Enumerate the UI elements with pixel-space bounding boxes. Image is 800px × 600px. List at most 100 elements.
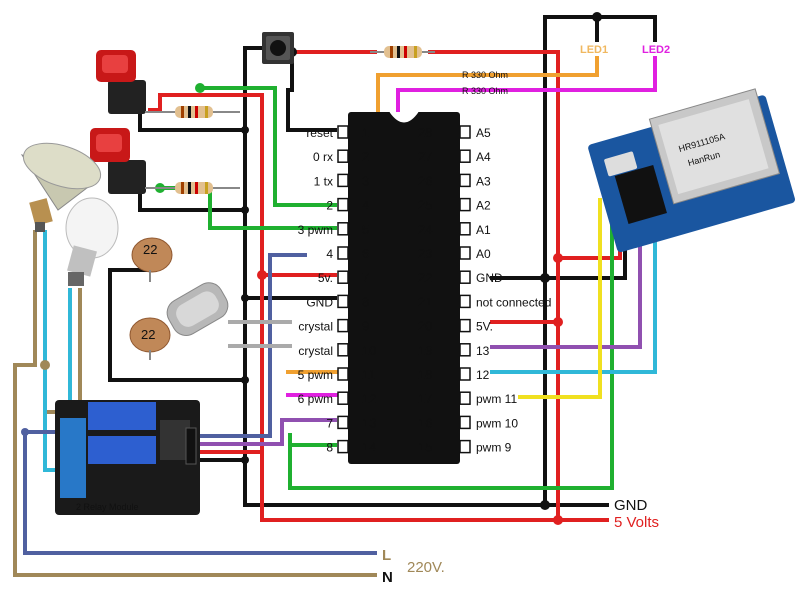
pin-number-left: 13 <box>362 415 376 430</box>
junctions <box>21 12 602 525</box>
pin-number-right: 28 <box>418 125 432 140</box>
pin-label-right: A2 <box>476 199 491 213</box>
pin-label-right: 13 <box>476 344 490 358</box>
pin-square-left <box>337 318 349 333</box>
wire-mains-n2 <box>43 288 82 414</box>
wire-reset <box>286 46 337 132</box>
pin-square-left <box>337 149 349 163</box>
pin-number-right: 17 <box>418 391 432 406</box>
pin-label-left: 6 pwm <box>298 392 333 406</box>
pin-label-right: 5V. <box>476 320 493 334</box>
wire-green-btn1 <box>198 86 337 207</box>
pin-label-left: crystal <box>298 344 333 358</box>
pin-number-right: 19 <box>418 343 432 358</box>
push-button-2 <box>90 128 146 194</box>
pin-label-right: pwm 9 <box>476 441 512 455</box>
pin-number-right: 27 <box>418 149 432 164</box>
pin-number-right: 16 <box>418 415 432 430</box>
pin-number-left: 4 <box>362 198 369 213</box>
pin-label-left: reset <box>306 126 333 140</box>
wire-5v-btn <box>148 93 264 259</box>
mains-voltage-label: 220V. <box>407 559 445 576</box>
resistor-top <box>370 46 435 58</box>
pin-square-right <box>459 294 471 309</box>
gnd-rail-label: GND <box>614 497 648 514</box>
wire-gnd-leds <box>543 15 657 42</box>
pin-square-left <box>337 222 349 236</box>
pin-square-right <box>459 270 471 284</box>
pin-square-left <box>337 439 349 454</box>
pin-number-left: 8 <box>362 294 369 309</box>
wire-relay-pin13 <box>193 418 337 446</box>
pin-number-left: 10 <box>362 343 376 358</box>
pin-square-right <box>459 343 471 357</box>
wire-mains-n <box>13 230 377 577</box>
svg-text:22: 22 <box>143 242 157 257</box>
pin-number-left: 7 <box>362 270 369 285</box>
pin-label-left: crystal <box>298 320 333 334</box>
resistor-pullup-1 <box>145 106 240 118</box>
pin-square-right <box>459 197 471 212</box>
pin-number-left: 9 <box>362 319 369 334</box>
pin-square-left <box>337 367 349 381</box>
wire-purple-eth <box>490 198 642 349</box>
pin-square-right <box>459 439 471 454</box>
spot-lamp <box>20 142 102 232</box>
pin-label-right: not connected <box>476 295 551 309</box>
bulb-lamp <box>65 197 119 286</box>
pin-number-right: 20 <box>418 319 432 334</box>
pin-number-left: 5 <box>362 222 369 237</box>
pin-number-right: 25 <box>418 198 432 213</box>
pin-number-right: 24 <box>418 222 432 237</box>
pin-square-left <box>337 343 349 357</box>
pin-square-right <box>459 222 471 236</box>
pin-number-left: 6 <box>362 246 369 261</box>
resistor-label-1: R 330 Ohm <box>462 70 508 80</box>
wire-green-eth <box>288 196 614 490</box>
pin-label-left: 1 tx <box>314 174 333 188</box>
pin-label-right: A0 <box>476 247 491 261</box>
led2-label: LED2 <box>642 44 670 56</box>
wire-gnd-cap <box>108 268 247 382</box>
pin-label-left: 5 pwm <box>298 368 333 382</box>
ethernet-module: HR911105A HanRun <box>588 88 795 253</box>
resistor-label-2: R 330 Ohm <box>462 86 508 96</box>
pin-number-right: 22 <box>418 270 432 285</box>
wire-mains-l <box>23 430 377 555</box>
pin-square-left <box>337 391 349 405</box>
pin-number-left: 14 <box>362 440 376 455</box>
relay-module: 2 Relay Module <box>55 400 200 515</box>
pin-label-left: 0 rx <box>313 150 333 164</box>
pin-square-right <box>459 149 471 163</box>
pin-square-left <box>337 197 349 212</box>
capacitor-2: 22 <box>129 317 171 360</box>
pin-square-right <box>459 318 471 333</box>
pin-label-right: pwm 11 <box>476 392 517 406</box>
pin-label-right: A1 <box>476 223 491 237</box>
svg-text:22: 22 <box>141 327 155 342</box>
push-button-1 <box>96 50 146 114</box>
resistor-pullup-2 <box>145 182 240 194</box>
pin-square-left <box>337 125 349 139</box>
pin-number-right: 21 <box>418 294 432 309</box>
pin-label-left: 5v. <box>318 271 333 285</box>
pin-label-right: pwm 10 <box>476 416 518 430</box>
5v-rail-label: 5 Volts <box>614 514 659 531</box>
pin-number-right: 26 <box>418 173 432 188</box>
pin-label-left: GND <box>306 295 333 309</box>
capacitor-1: 22 <box>131 237 173 282</box>
pin-label-left: 3 pwm <box>298 223 333 237</box>
pin-label-left: 8 <box>326 441 333 455</box>
wire-gnd-btn2 <box>138 190 247 212</box>
pin-label-left: 7 <box>326 416 333 430</box>
pin-square-right <box>459 367 471 381</box>
pin-square-right <box>459 391 471 405</box>
pin-square-left <box>337 246 349 260</box>
pin-number-left: 12 <box>362 391 376 406</box>
pin-square-right <box>459 246 471 260</box>
pin-number-left: 2 <box>362 149 369 164</box>
mains-l-label: L <box>382 547 391 564</box>
